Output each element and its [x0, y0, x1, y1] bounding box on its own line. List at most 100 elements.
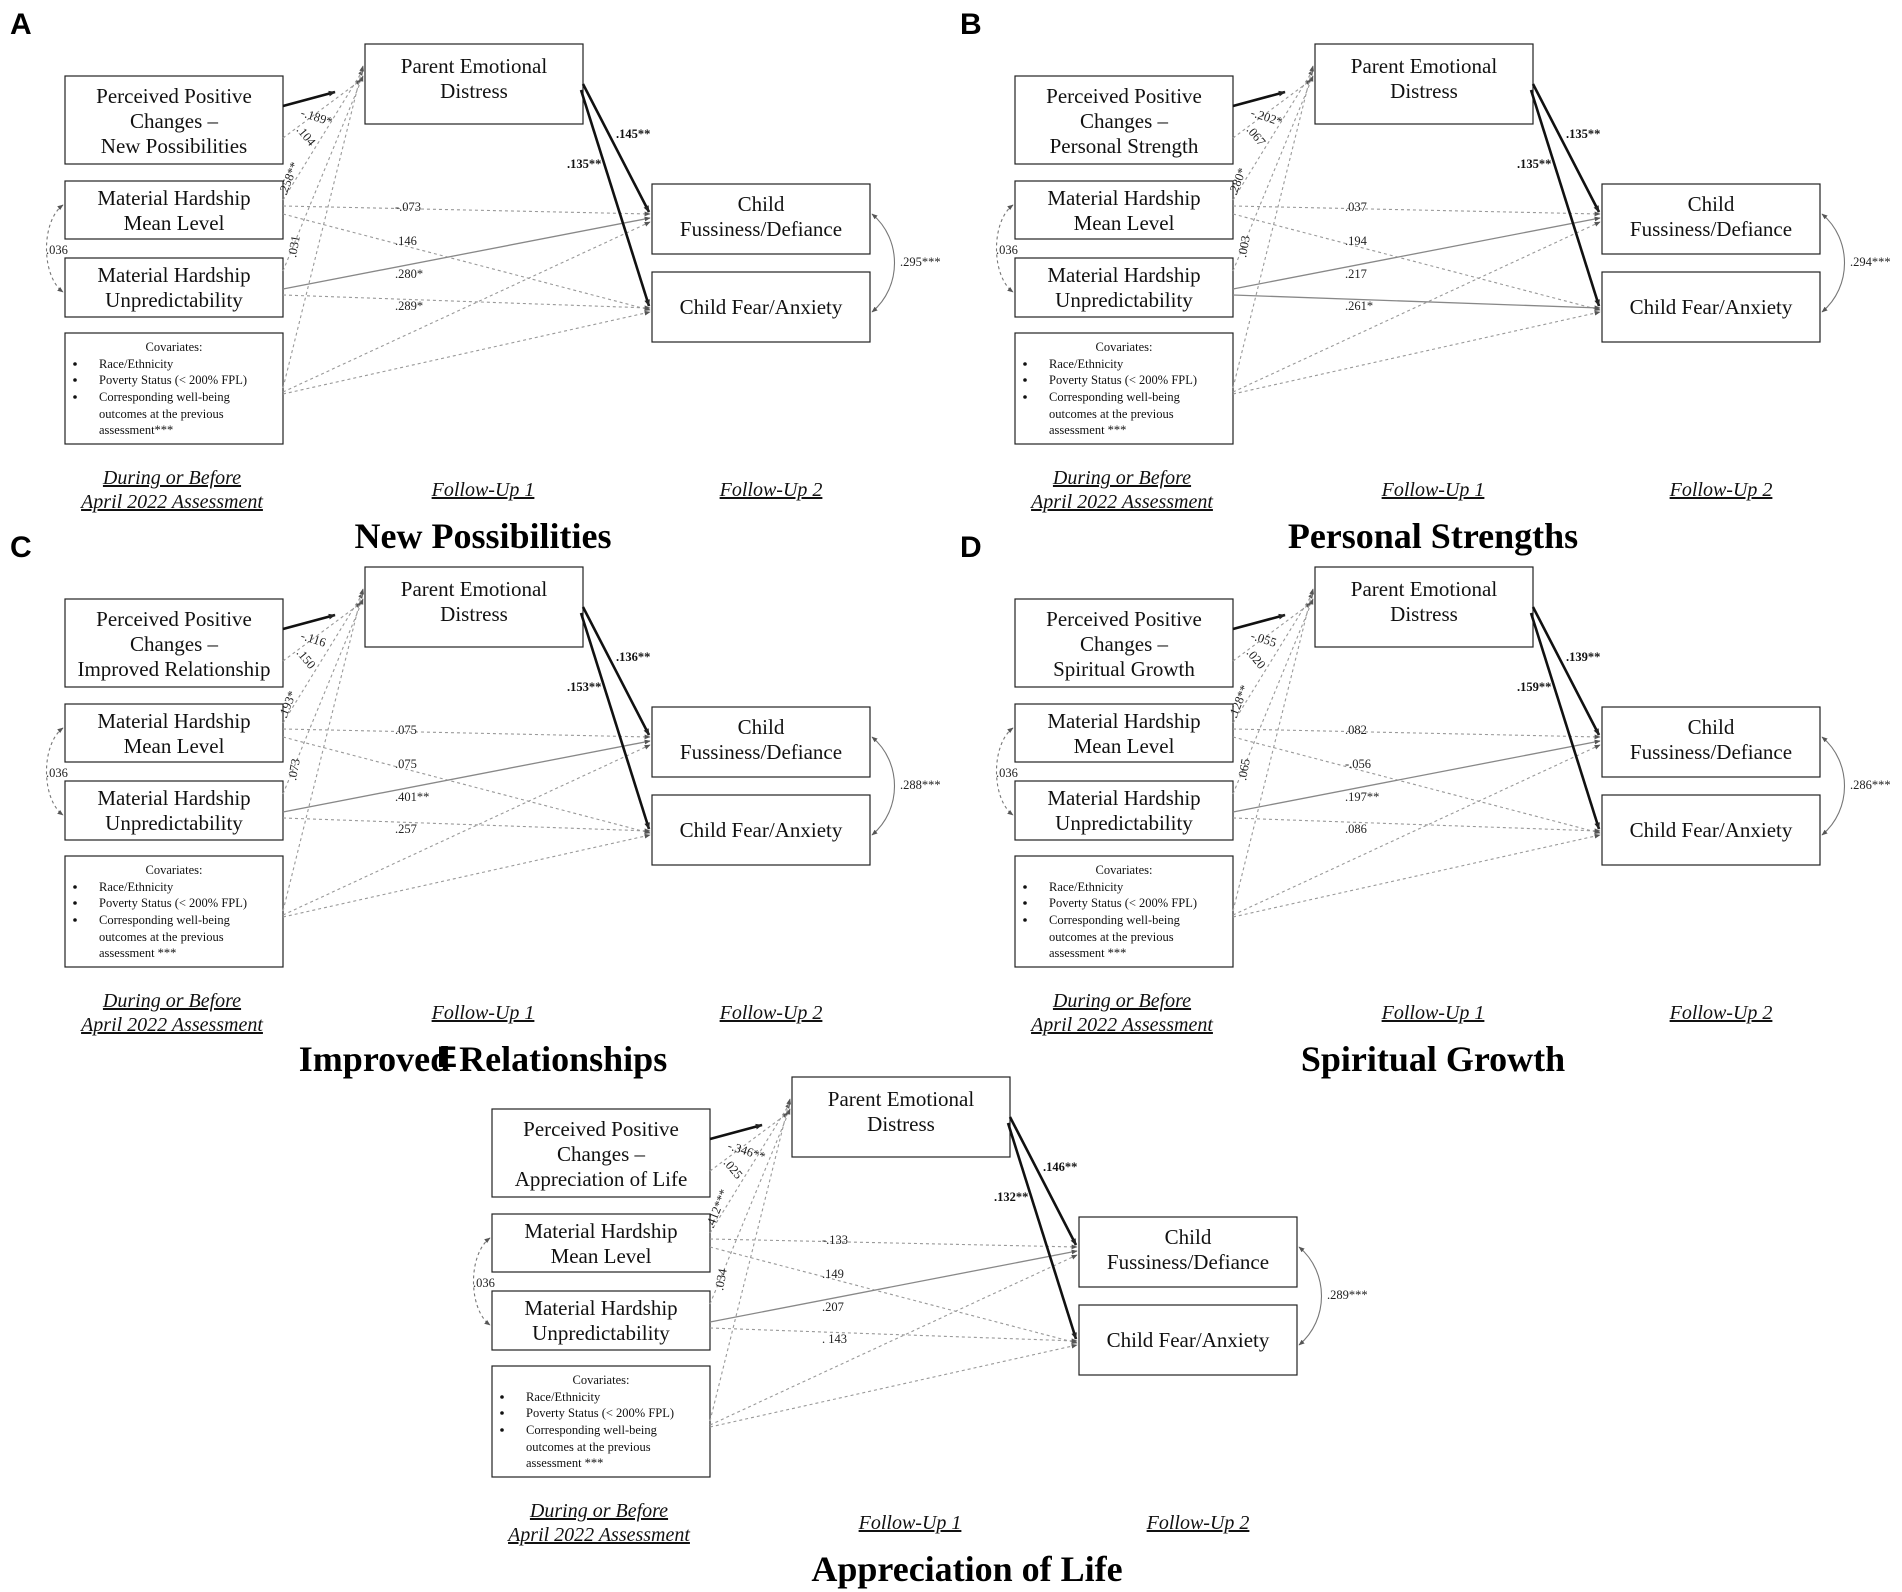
coef-cov-child: .286***: [1850, 778, 1891, 792]
coef-mean-fear: .075: [395, 757, 417, 771]
time-label-follow-up-2: Follow-Up 2: [719, 479, 823, 501]
path-mean-to-parent: [709, 1102, 791, 1234]
coef-ped-fuss: .136**: [616, 650, 650, 664]
child-fussiness-box: [651, 183, 871, 255]
hardship-mean-box: [1014, 180, 1234, 240]
hardship-unpredictability-box: [64, 780, 284, 841]
panel-title: Appreciation of Life: [811, 1549, 1122, 1589]
coef-ped-fear: .153**: [567, 680, 601, 694]
covariate-bullet: [1023, 362, 1027, 366]
covariance-child: [1821, 736, 1846, 836]
covariates-heading: Covariates:: [1096, 863, 1153, 877]
fuss-label-line: Child: [1165, 1225, 1212, 1249]
perceived-changes-box: [64, 598, 284, 688]
panel-title: New Possibilities: [355, 516, 612, 556]
parent-label-line: Distress: [1390, 602, 1458, 626]
coef-ped-fear: .132**: [994, 1190, 1028, 1204]
parent-label-line: Parent Emotional: [828, 1087, 975, 1111]
covariates-box: [64, 855, 284, 968]
unpred-label-line: Unpredictability: [105, 811, 243, 835]
perceived-label-line: Improved Relationship: [77, 657, 270, 681]
path-cov-to-parent: [1232, 588, 1315, 912]
unpred-label-line: Material Hardship: [97, 786, 250, 810]
covariate-item: Race/Ethnicity: [1049, 357, 1124, 371]
path-cov-to-parent: [282, 588, 365, 912]
coef-cov-child: .295***: [900, 255, 941, 269]
coef-unpred-fuss: .280*: [395, 267, 423, 281]
perceived-label-line: Changes –: [130, 109, 219, 133]
path-ppc-to-fuss: [282, 602, 362, 662]
covariate-item: assessment***: [99, 423, 173, 437]
covariate-item: assessment ***: [526, 1456, 603, 1470]
fuss-label-line: Child: [1688, 715, 1735, 739]
covariate-bullet: [500, 1428, 504, 1432]
perceived-label-line: Perceived Positive: [523, 1117, 679, 1141]
path-cov-to-fuss: [1232, 744, 1601, 916]
time-label-baseline: During or Before: [529, 1500, 668, 1522]
child-fussiness-box: [1078, 1216, 1298, 1288]
coef-ped-fuss: .139**: [1566, 650, 1600, 664]
parent-label-line: Distress: [867, 1112, 935, 1136]
path-cov-to-fuss: [282, 221, 651, 393]
covariate-item: Corresponding well-being: [1049, 390, 1181, 404]
path-mean-to-parent: [1232, 592, 1314, 724]
panel-title: Improved Relationships: [299, 1039, 667, 1079]
coef-ped-fear: .135**: [1517, 157, 1551, 171]
covariate-item: Poverty Status (< 200% FPL): [1049, 373, 1197, 387]
path-unpred-to-fear: [1232, 294, 1601, 311]
time-label-follow-up-2: Follow-Up 2: [1669, 1002, 1773, 1024]
path-cov-to-fear: [1232, 833, 1601, 918]
unpred-label-line: Unpredictability: [105, 288, 243, 312]
path-unpred-to-parent: [1232, 598, 1314, 795]
mean-label-line: Mean Level: [1074, 734, 1175, 758]
covariates-box: [491, 1365, 711, 1478]
coef-unpred-ped: .065: [1235, 758, 1253, 782]
perceived-label-line: Changes –: [1080, 632, 1169, 656]
fuss-label-line: Child: [738, 192, 785, 216]
covariate-item: Corresponding well-being: [1049, 913, 1181, 927]
coef-unpred-fear: . 143: [822, 1332, 847, 1346]
path-ppc-to-parent: [282, 613, 336, 631]
covariate-item: Race/Ethnicity: [1049, 880, 1124, 894]
coef-mean-fear: .194: [1345, 234, 1368, 248]
coef-cov-child: .288***: [900, 778, 941, 792]
coef-ped-fear: .135**: [567, 157, 601, 171]
coef-mean-fuss: -.133: [822, 1233, 848, 1247]
time-label-baseline: April 2022 Assessment: [506, 1524, 690, 1546]
mean-label-line: Material Hardship: [97, 709, 250, 733]
path-mean-to-fuss: [1232, 728, 1601, 740]
coef-cov-mh: .036: [996, 766, 1018, 780]
coef-unpred-fuss: .207: [822, 1300, 844, 1314]
path-unpred-to-fuss: [282, 739, 651, 813]
coef-unpred-fuss: .197**: [1345, 790, 1379, 804]
covariate-item: Poverty Status (< 200% FPL): [99, 896, 247, 910]
path-parent-to-fear: [579, 89, 651, 307]
path-unpred-to-parent: [1232, 75, 1314, 272]
parent-distress-box: [1314, 43, 1534, 125]
perceived-changes-box: [491, 1108, 711, 1198]
unpred-label-line: Material Hardship: [1047, 263, 1200, 287]
perceived-label-line: New Possibilities: [101, 134, 247, 158]
coef-ped-fuss: .146**: [1043, 1160, 1077, 1174]
panel-title: Spiritual Growth: [1301, 1039, 1565, 1079]
time-label-baseline: During or Before: [102, 990, 241, 1012]
path-unpred-to-parent: [282, 75, 364, 272]
path-parent-to-fuss: [581, 606, 651, 736]
covariate-item: outcomes at the previous: [526, 1440, 651, 1454]
time-label-baseline: April 2022 Assessment: [79, 1014, 263, 1036]
coef-unpred-ped: .073: [285, 758, 303, 782]
covariate-bullet: [73, 918, 77, 922]
coef-mean-fuss: -.073: [395, 200, 421, 214]
covariate-bullet: [500, 1395, 504, 1399]
path-cov-to-parent: [1232, 65, 1315, 389]
panel-letter: A: [10, 8, 32, 41]
parent-label-line: Distress: [1390, 79, 1458, 103]
perceived-label-line: Spiritual Growth: [1053, 657, 1195, 681]
coef-cov-mh: .036: [46, 766, 68, 780]
perceived-changes-box: [1014, 598, 1234, 688]
mean-label-line: Mean Level: [551, 1244, 652, 1268]
perceived-label-line: Personal Strength: [1050, 134, 1199, 158]
coef-mean-ped: .193*: [276, 689, 300, 720]
